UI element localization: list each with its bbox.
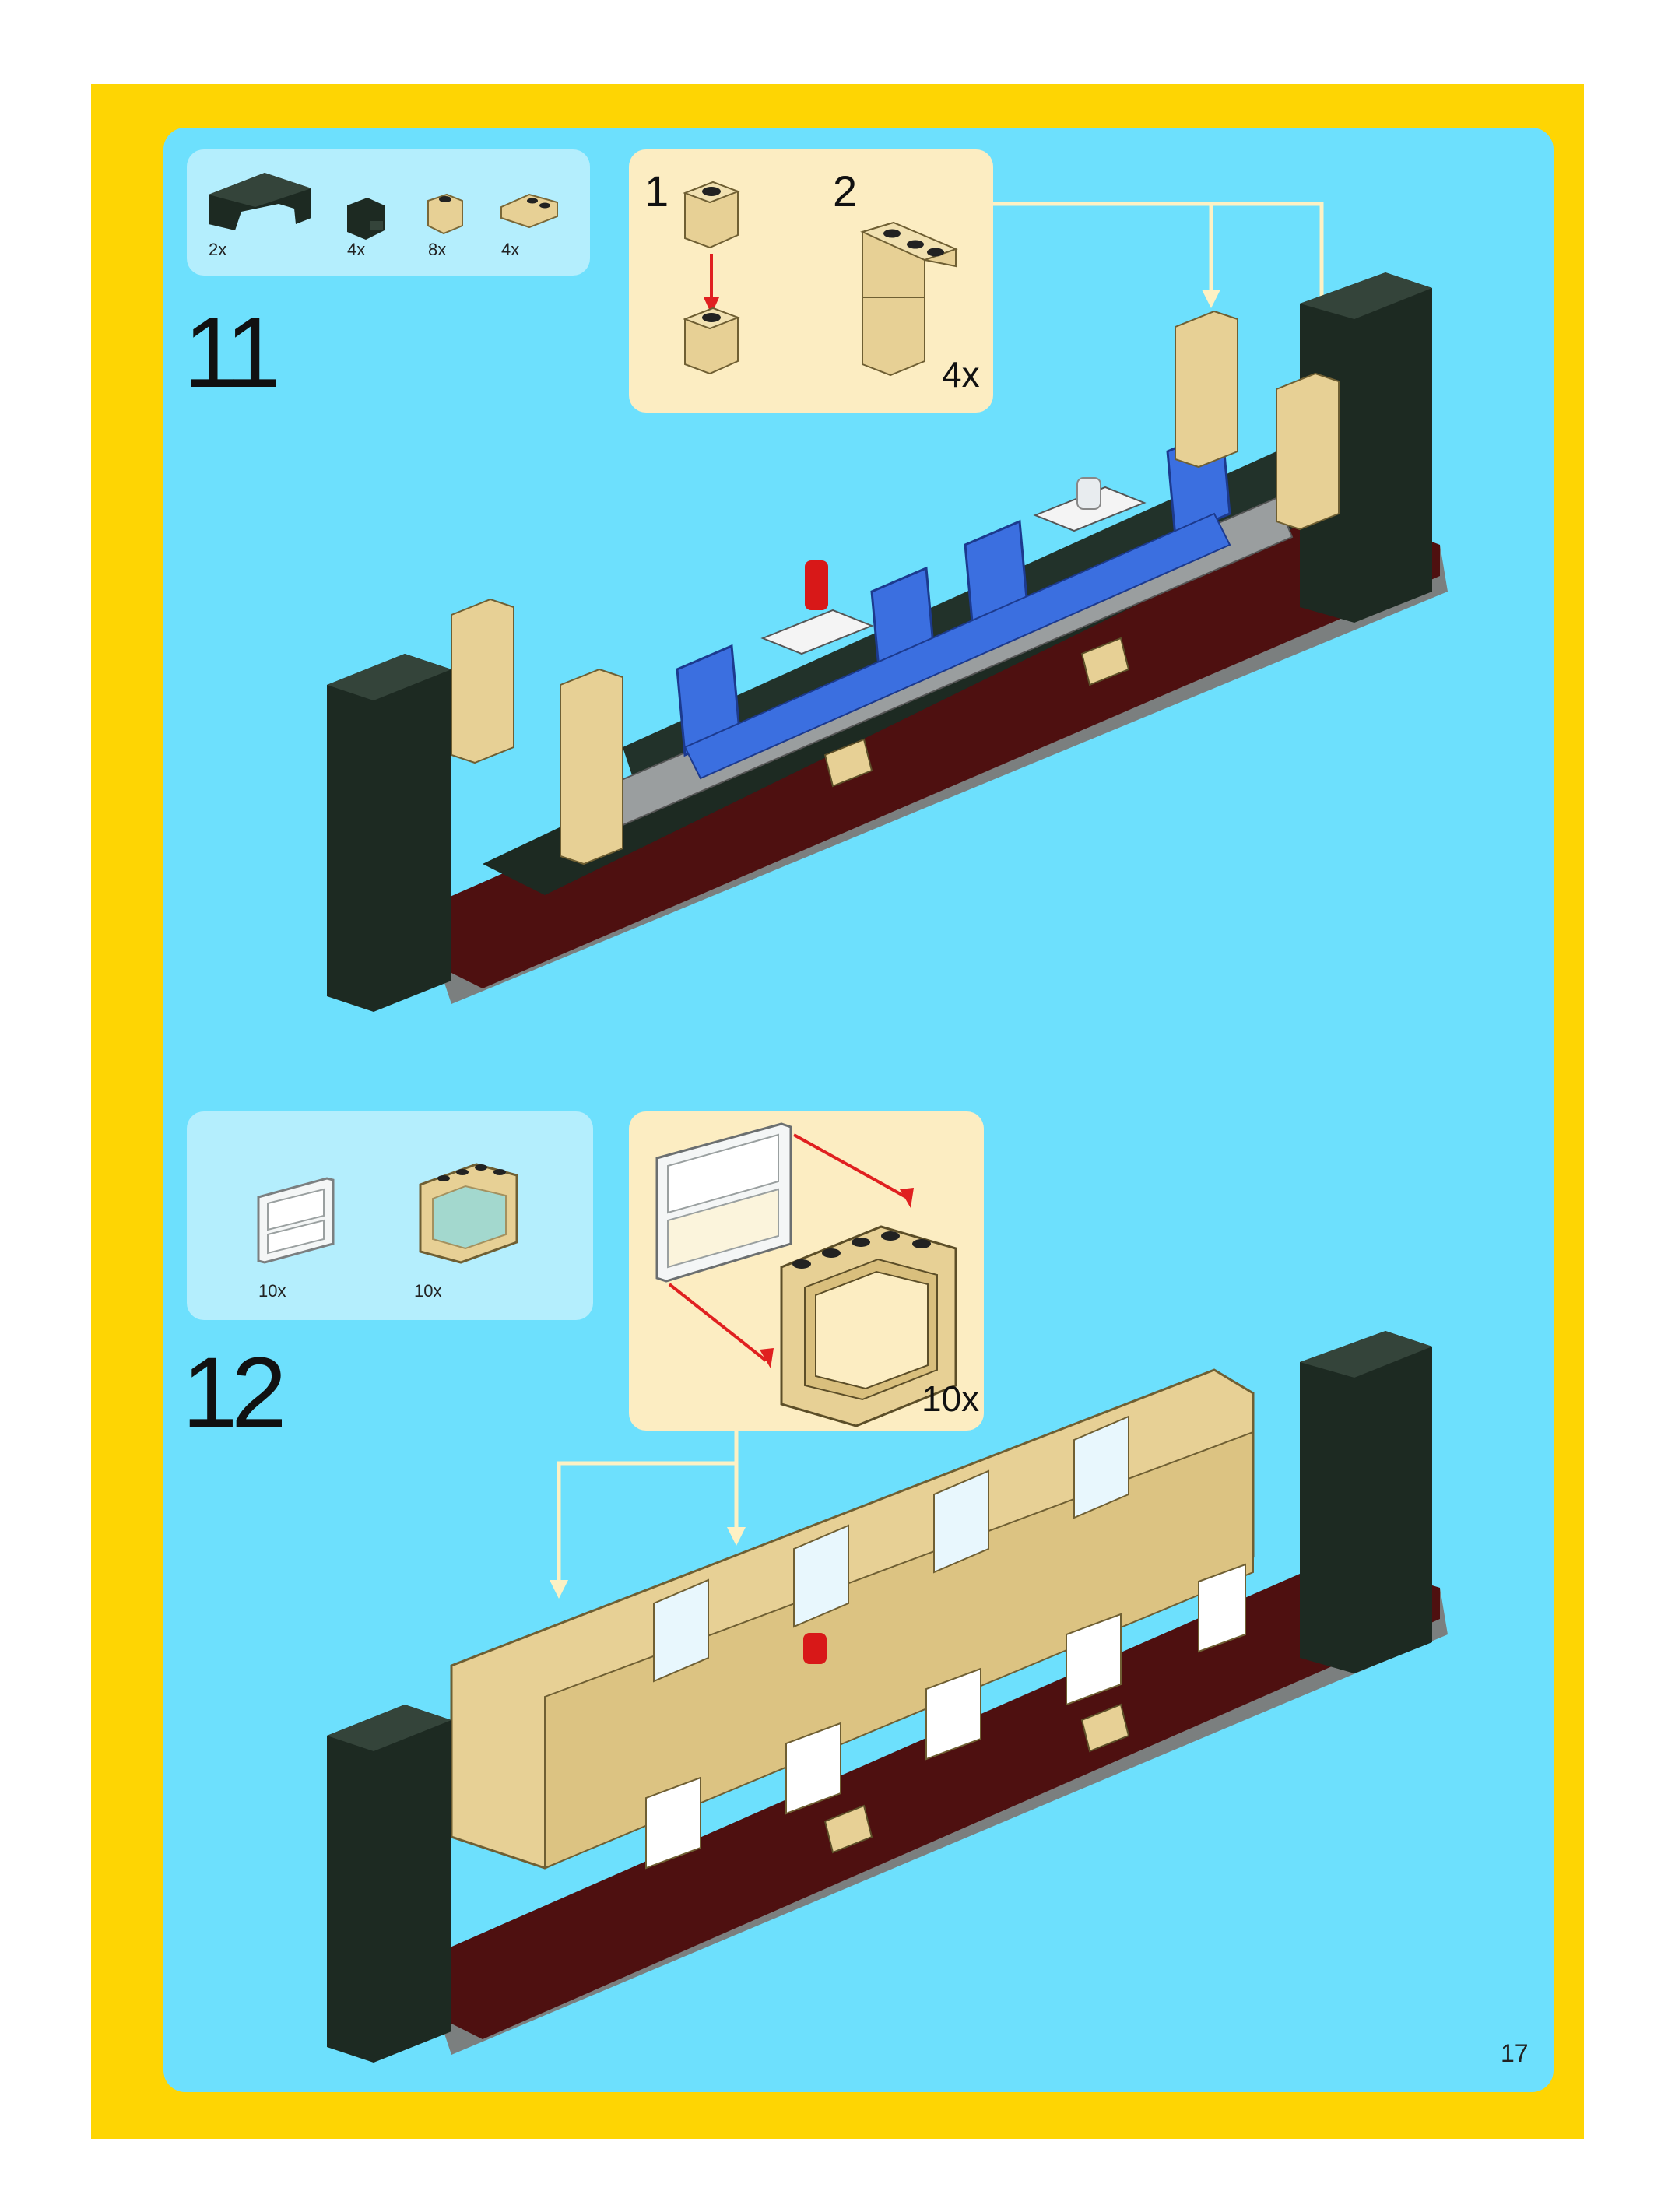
- tan-brick-1x1-icon: [428, 195, 462, 233]
- part-qty: 4x: [347, 240, 365, 260]
- step11-parts-list: 2x 4x 8x 4x: [187, 149, 590, 276]
- step-number: 12: [182, 1343, 280, 1443]
- black-clip-brick-icon: [347, 198, 385, 240]
- window-glass-icon: [657, 1124, 791, 1281]
- instruction-panel: [163, 128, 1554, 2092]
- step11-sub-assembly-box: 1 2 4x: [629, 149, 993, 413]
- part-qty: 10x: [414, 1281, 441, 1301]
- part-qty: 8x: [428, 240, 446, 260]
- part-qty: 10x: [258, 1281, 286, 1301]
- part-qty: 4x: [501, 240, 519, 260]
- sub-step-multiplier: 10x: [922, 1381, 979, 1417]
- step-number: 11: [184, 304, 275, 403]
- part-qty: 2x: [209, 240, 226, 260]
- red-arrow-icon: [704, 254, 719, 314]
- tan-brick-1x1-icon: [685, 182, 738, 248]
- tan-brick-1x1-icon: [685, 308, 738, 374]
- sub-step-multiplier: 4x: [942, 356, 980, 392]
- sub-step-number: 2: [833, 170, 857, 213]
- step12-sub-assembly-box: 10x: [629, 1111, 984, 1431]
- tan-slope-brick-icon: [501, 195, 557, 227]
- window-glass-icon: [258, 1178, 333, 1262]
- page-number: 17: [1501, 2039, 1529, 2068]
- step12-parts-list: 10x 10x: [187, 1111, 593, 1320]
- black-arch-brick-icon: [209, 173, 311, 230]
- tan-window-frame-icon: [420, 1164, 517, 1262]
- tan-column-assembly-icon: [862, 223, 956, 375]
- sub-step-number: 1: [644, 170, 669, 213]
